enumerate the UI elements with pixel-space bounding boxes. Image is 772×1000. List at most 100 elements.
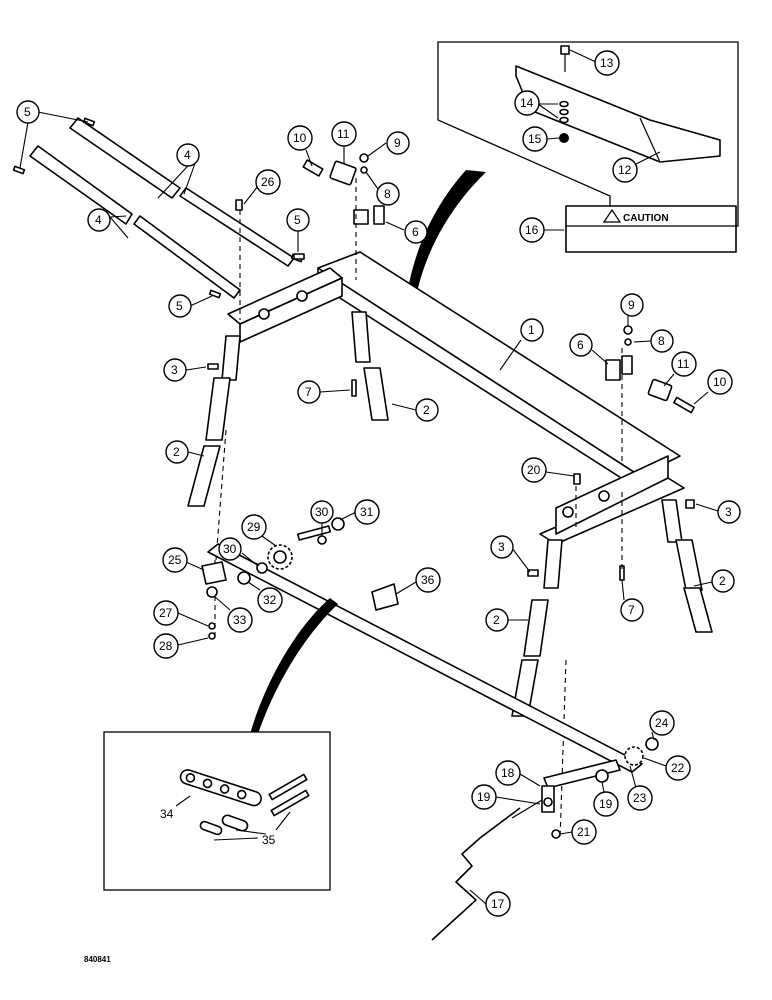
callout-number: 7 (628, 603, 635, 617)
callout-balloon (665, 755, 691, 781)
callout-balloon (255, 169, 281, 195)
callout-balloon (376, 182, 400, 206)
callout-number: 32 (263, 593, 277, 607)
callout-number: 19 (599, 797, 613, 811)
callout-balloon (153, 600, 179, 626)
callout-balloon (593, 791, 619, 817)
callout-number: 18 (501, 766, 515, 780)
callout-number: 6 (412, 225, 419, 239)
callout-number: 8 (384, 187, 391, 201)
callout-balloon (569, 333, 593, 357)
callout-balloon (650, 329, 674, 353)
callout-balloon (627, 785, 653, 811)
callout-number: 4 (184, 148, 191, 162)
callout-number: 9 (628, 298, 635, 312)
callout-number: 11 (337, 127, 350, 141)
reference-code: 840841 (84, 955, 111, 964)
alignment-lines (214, 178, 623, 841)
callout-balloon (612, 157, 638, 183)
callout-number: 28 (159, 639, 173, 653)
callout-balloon (717, 500, 741, 524)
callout-balloon (168, 294, 192, 318)
callout-number: 10 (293, 131, 307, 145)
callout-balloon (707, 369, 733, 395)
callout-number: 22 (671, 761, 685, 775)
callout-number: 31 (360, 505, 374, 519)
callout-number: 15 (528, 132, 542, 146)
callout-number: 26 (261, 175, 275, 189)
callout-balloon (471, 784, 497, 810)
callout-number: 2 (423, 403, 430, 417)
callout-number: 30 (315, 505, 329, 519)
caution-text: CAUTION (623, 213, 669, 224)
callout-number: 13 (600, 56, 614, 70)
callout-balloon (386, 131, 410, 155)
callout-number: 33 (233, 613, 247, 627)
callout-balloon (153, 633, 179, 659)
callout-balloon (241, 514, 267, 540)
callout-number: 1 (528, 323, 535, 337)
warning-triangle-icon (602, 208, 622, 223)
callout-number: 9 (394, 136, 401, 150)
crank-assembly (431, 737, 659, 941)
callout-number: 17 (491, 897, 505, 911)
callout-balloon (297, 380, 321, 404)
callout-number: 14 (520, 96, 534, 110)
callout-number: 6 (577, 338, 584, 352)
callout-balloon (495, 760, 521, 786)
callout-balloon (227, 607, 253, 633)
wear-strip-inset (437, 41, 739, 227)
callout-balloon (257, 587, 283, 613)
callout-balloon (165, 440, 189, 464)
callout-number: 5 (24, 105, 31, 119)
callout-number: 2 (493, 613, 500, 627)
callout-number: 36 (421, 573, 435, 587)
callout-number: 8 (658, 334, 665, 348)
callout-balloon (331, 121, 357, 147)
callout-number: 7 (305, 385, 312, 399)
callout-number: 3 (498, 540, 505, 554)
callout-balloon (354, 499, 380, 525)
callout-number: 11 (677, 357, 690, 371)
callout-balloon (594, 50, 620, 76)
callout-balloon (571, 819, 597, 845)
callout-number: 29 (247, 520, 261, 534)
callout-balloon (521, 457, 547, 483)
callout-number: 25 (168, 553, 182, 567)
legs (187, 311, 713, 717)
callout-balloon (485, 608, 509, 632)
callout-number: 3 (171, 363, 178, 377)
callout-number: 4 (95, 213, 102, 227)
callout-balloon (522, 126, 548, 152)
callout-balloon (16, 100, 40, 124)
callout-number: 19 (477, 790, 491, 804)
callout-balloon (310, 500, 334, 524)
callout-balloon (485, 891, 511, 917)
callout-balloon (671, 351, 697, 377)
callout-balloon (286, 208, 310, 232)
callout-number: 10 (713, 375, 727, 389)
chain-pointer (250, 598, 338, 734)
callout-number: 23 (633, 791, 647, 805)
callout-number: 3 (725, 505, 732, 519)
chain-inset (103, 731, 331, 891)
callout-number: 20 (527, 463, 541, 477)
callout-balloon (218, 537, 242, 561)
main-frame (227, 251, 685, 545)
callout-balloon (176, 143, 200, 167)
callout-number: 16 (525, 223, 539, 237)
callout-number: 12 (618, 163, 632, 177)
callout-balloon (620, 598, 644, 622)
callout-number: 5 (294, 213, 301, 227)
callout-balloon (415, 398, 439, 422)
callout-balloon (415, 567, 441, 593)
callout-number: 34 (160, 807, 174, 821)
frame-hardware (207, 153, 695, 581)
callout-number: 21 (577, 825, 591, 839)
callout-balloon (649, 710, 675, 736)
callout-balloon (490, 535, 514, 559)
callout-number: 24 (655, 716, 669, 730)
callout-balloon (404, 220, 428, 244)
callout-balloon (162, 547, 188, 573)
